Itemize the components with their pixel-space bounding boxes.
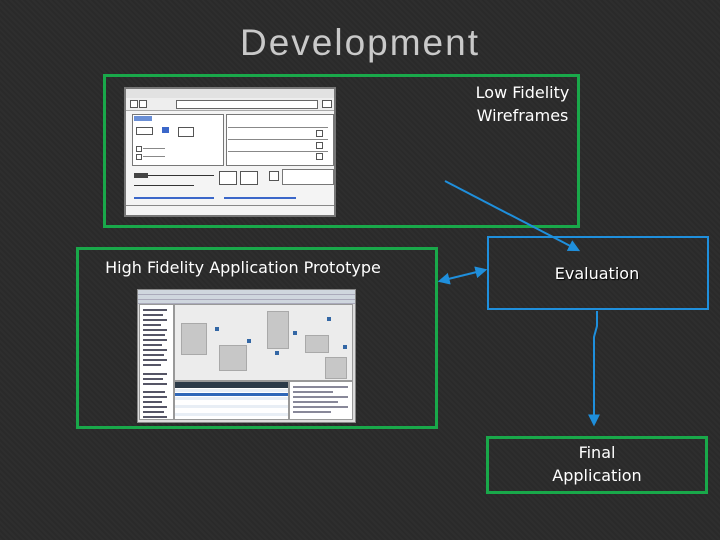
high-fidelity-label: High Fidelity Application Prototype [105,258,381,277]
low-fidelity-box [103,74,580,228]
final-application-box [486,436,708,494]
final-application-label: Final Application [486,441,708,487]
prototype-thumbnail [137,289,356,423]
evaluation-label: Evaluation [554,264,640,283]
low-fidelity-label: Low Fidelity Wireframes [450,81,595,127]
arrow-hifi-evaluation [437,266,488,285]
evaluation-box[interactable] [487,236,709,310]
final-application-label-line2: Application [552,466,642,485]
wireframe-thumbnail [124,87,336,217]
slide-title: Development [239,22,480,63]
high-fidelity-box [76,247,438,429]
arrow-lowfi-to-evaluation [444,180,581,252]
low-fidelity-label-line2: Wireframes [476,106,569,125]
low-fidelity-label-line1: Low Fidelity [475,83,570,102]
arrow-evaluation-to-final [588,311,600,427]
final-application-label-line1: Final [578,443,616,462]
